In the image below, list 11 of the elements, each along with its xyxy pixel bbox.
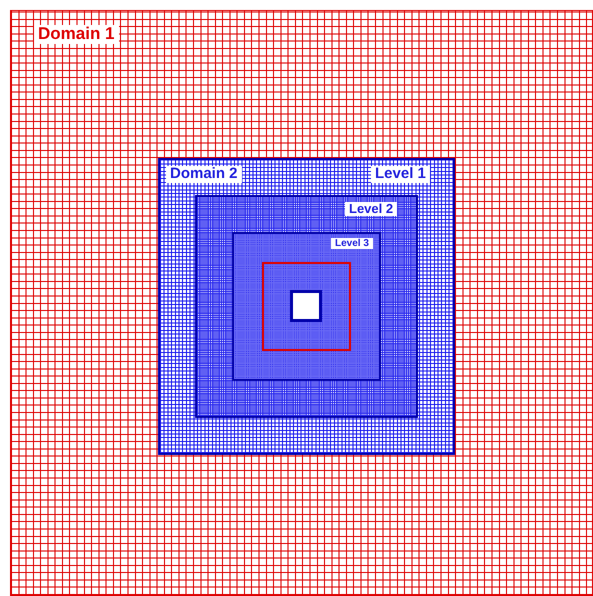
solid-body-square <box>290 290 322 322</box>
domain-label: Domain 2 <box>166 166 242 182</box>
level-label: Level 3 <box>331 238 373 249</box>
level-label: Level 2 <box>345 202 398 216</box>
refined-grid-region <box>195 195 418 418</box>
domain-label: Domain 1 <box>34 25 119 44</box>
level-label: Level 1 <box>371 166 430 182</box>
fine-grid-region <box>158 158 455 455</box>
coarse-grid <box>10 10 593 596</box>
overlap-boundary-square <box>262 262 351 351</box>
finest-grid-region <box>232 232 381 381</box>
